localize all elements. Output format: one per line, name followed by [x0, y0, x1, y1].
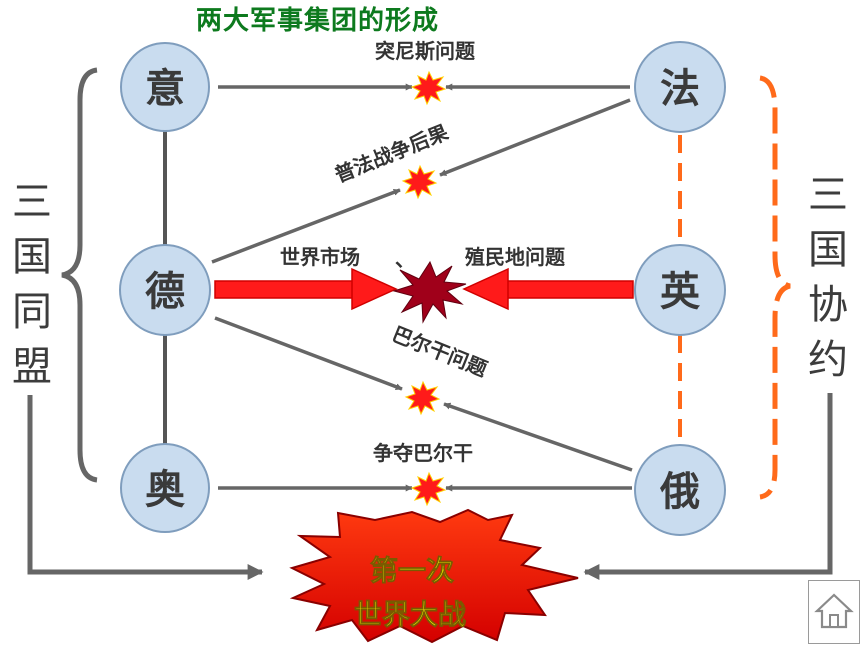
- outcome-line1: 第一次: [370, 554, 454, 587]
- triple-entente-char: 三: [808, 172, 848, 218]
- node-yi-label: 意: [145, 66, 185, 112]
- node-de-label: 德: [145, 269, 185, 315]
- node-e: 俄: [634, 444, 726, 536]
- arrow-e-balkan: [443, 402, 633, 472]
- node-ao-label: 奥: [145, 467, 185, 513]
- triple-entente-char: 国: [808, 227, 848, 273]
- label-separator: 、: [395, 247, 415, 271]
- triple-alliance-brace: [61, 67, 98, 483]
- outcome-line2: 世界大战: [354, 598, 466, 631]
- triple-entente-brace: [759, 75, 791, 500]
- home-button[interactable]: [808, 580, 860, 644]
- triple-entente-char: 协: [808, 282, 848, 328]
- node-fa-label: 法: [660, 66, 700, 112]
- node-fa: 法: [634, 41, 726, 133]
- burst-scramble: [410, 471, 447, 507]
- burst-balkan: [404, 380, 441, 416]
- triple-entente-char: 约: [808, 337, 848, 383]
- arrow-fa-franco: [439, 98, 631, 177]
- arrow-de-franco: [211, 188, 401, 264]
- node-e-label: 俄: [659, 469, 700, 515]
- burst-central: [392, 260, 467, 324]
- label-tunisia: 突尼斯问题: [375, 39, 476, 63]
- node-ying-label: 英: [660, 269, 701, 315]
- page-title: 两大军事集团的形成: [196, 6, 440, 36]
- label-world-market: 世界市场: [280, 245, 360, 269]
- node-ying: 英: [634, 244, 726, 336]
- triple-entente-label: 三 国 协 约: [808, 172, 848, 383]
- label-balkan: 巴尔干问题: [389, 322, 492, 382]
- arrow-entente-to-war: [583, 393, 833, 580]
- home-icon: [814, 593, 854, 629]
- triple-alliance-char: 国: [12, 234, 52, 280]
- label-scramble-balkans: 争夺巴尔干: [373, 441, 473, 465]
- arrow-ying-main: [462, 267, 634, 311]
- triple-alliance-char: 盟: [12, 344, 52, 390]
- node-de: 德: [119, 244, 211, 336]
- burst-franco: [401, 164, 438, 200]
- node-yi: 意: [120, 42, 210, 132]
- arrow-de-main: [214, 267, 398, 311]
- node-ao: 奥: [120, 443, 210, 533]
- label-franco-prussian: 普法战争后果: [331, 120, 451, 187]
- burst-tunisia: [410, 70, 447, 106]
- outcome-burst: [289, 508, 579, 644]
- arrow-alliance-to-war: [27, 395, 264, 580]
- label-colonies: 殖民地问题: [465, 245, 566, 269]
- triple-alliance-label: 三 国 同 盟: [12, 179, 52, 390]
- triple-alliance-char: 三: [12, 179, 52, 225]
- triple-alliance-char: 同: [12, 289, 52, 335]
- arrow-de-balkan: [214, 316, 403, 391]
